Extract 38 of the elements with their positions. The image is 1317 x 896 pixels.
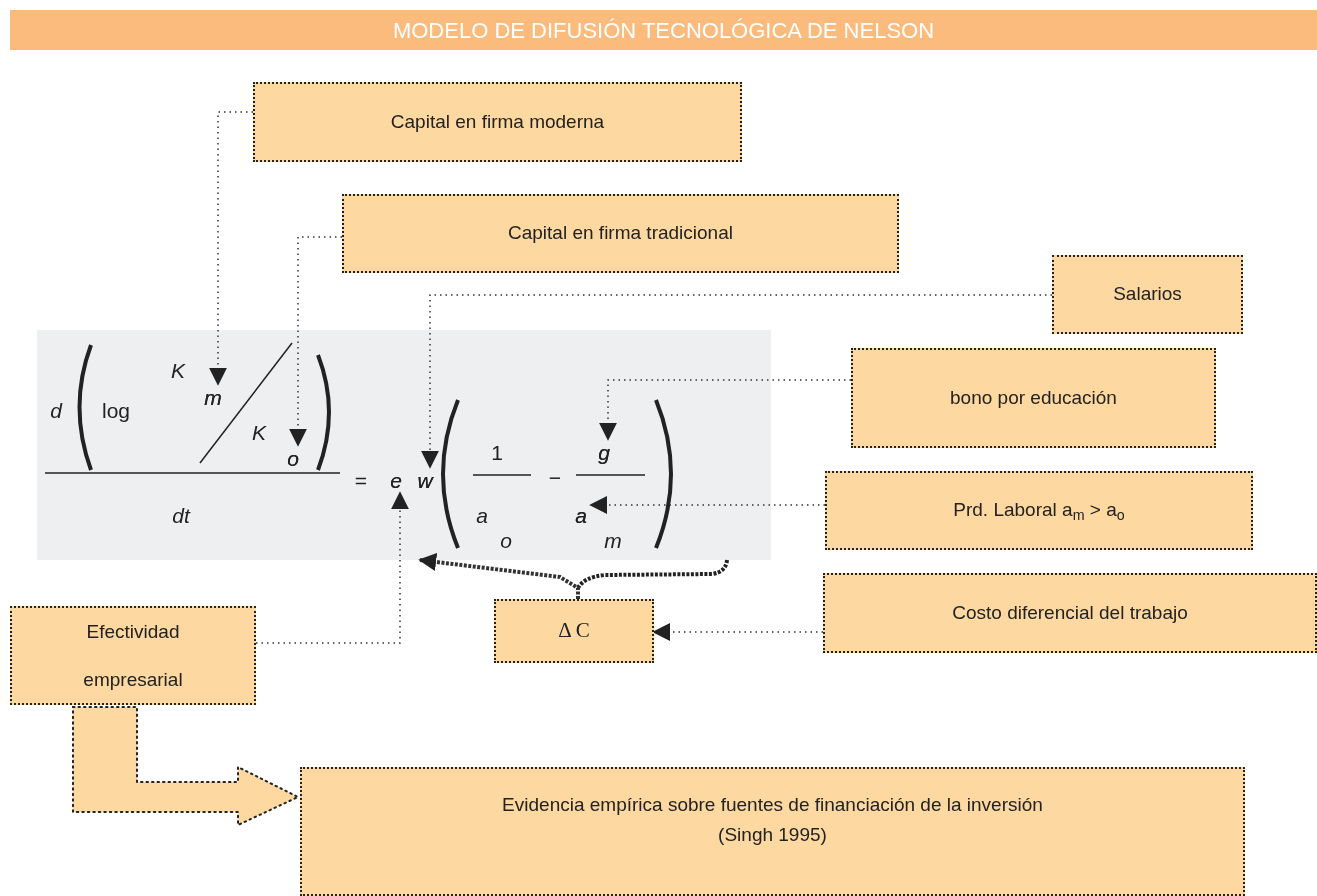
label-box: [851, 348, 1216, 448]
label-box: [1052, 255, 1243, 334]
math-symbol: =: [354, 469, 368, 491]
box-text: Costo diferencial del trabajo: [952, 600, 1188, 625]
formula-panel: [37, 330, 771, 560]
label-box: [825, 471, 1253, 550]
label-box: [494, 599, 654, 663]
box-text: Salarios: [1113, 282, 1182, 307]
box-text: Efectividad empresarial: [82, 619, 184, 692]
label-box: [300, 767, 1245, 896]
leader-arrow: [289, 236, 343, 447]
box-text: bono por educación: [950, 385, 1117, 410]
box-text: Δ C: [558, 617, 590, 645]
label-box: [823, 573, 1317, 653]
math-symbol: d: [50, 399, 62, 421]
math-symbol: −: [548, 466, 562, 488]
math-symbol: a: [476, 504, 488, 526]
block-arrow: [72, 706, 301, 827]
math-symbol: m: [604, 529, 622, 551]
leader-arrow: [421, 294, 1053, 469]
title-banner: MODELO DE DIFUSIÓN TECNOLÓGICA DE NELSON: [10, 10, 1317, 50]
label-box: [10, 606, 256, 705]
leader-arrow: [589, 496, 826, 514]
label-box: [342, 194, 899, 273]
math-symbol: K: [252, 421, 266, 443]
leader-arrow: [599, 379, 852, 441]
math-symbol: log: [102, 399, 130, 421]
box-text: Evidencia empírica sobre fuentes de financiación de la inversión (Singh 1995): [501, 792, 1044, 847]
box-text: Prd. Laboral a$_{m}$ > a$_{o}$: [953, 498, 1125, 525]
leader-arrow: [209, 111, 254, 386]
label-box: [253, 82, 742, 162]
math-symbol: dt: [172, 504, 190, 526]
box-text: Capital en firma moderna: [390, 109, 605, 134]
math-symbol: 1: [491, 441, 503, 463]
brace-arrow: [418, 553, 580, 599]
math-symbol: K: [171, 359, 185, 381]
math-symbol: o: [500, 529, 512, 551]
box-text: Capital en firma tradicional: [508, 221, 733, 246]
